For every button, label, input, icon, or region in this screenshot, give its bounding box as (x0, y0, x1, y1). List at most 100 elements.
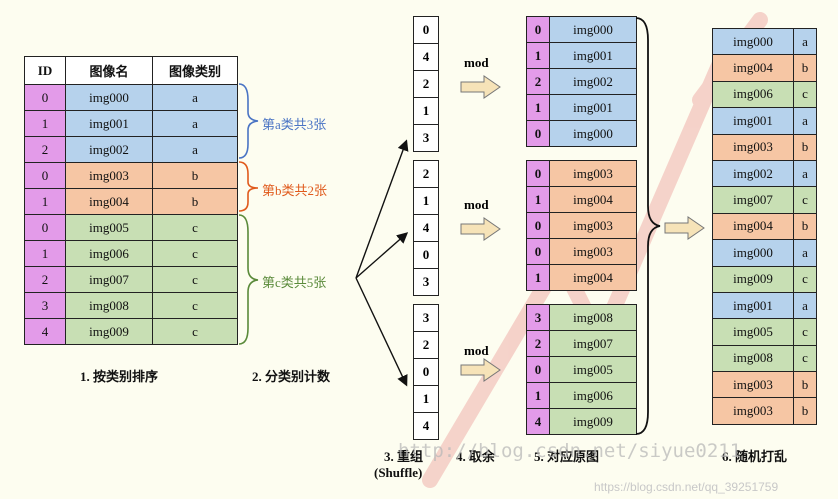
mod-index: 1 (526, 94, 550, 121)
mapped-image-name: img000 (549, 16, 637, 43)
mod-index: 2 (526, 68, 550, 95)
step-label-sort: 1. 按类别排序 (80, 369, 159, 384)
final-image-class: c (793, 80, 817, 109)
watermark-corner-text: https://blog.csdn.net/qq_39251759 (594, 480, 779, 494)
mod-index: 0 (526, 160, 550, 187)
step-label-random: 6. 随机打乱 (722, 449, 788, 464)
final-image-class: a (793, 239, 817, 267)
row-image-class: c (152, 240, 238, 267)
mapped-image-name: img007 (549, 330, 637, 357)
mod-index: 3 (526, 304, 550, 331)
final-image-name: img005 (712, 318, 794, 346)
final-image-name: img003 (712, 371, 794, 399)
hollow-arrow-icon (460, 75, 501, 99)
final-image-name: img008 (712, 344, 794, 373)
shuffle-cell: 3 (422, 274, 430, 289)
final-image-class: b (793, 133, 817, 161)
row-id: 1 (24, 110, 66, 137)
mapped-image-name: img003 (549, 160, 637, 187)
row-image-class: a (152, 110, 238, 137)
row-image-class: b (152, 162, 238, 189)
shuffle-cell: 0 (414, 17, 438, 44)
row-id: 3 (24, 292, 66, 319)
mod-index: 0 (526, 238, 550, 265)
final-image-class: a (793, 107, 817, 135)
row-image-name: img003 (65, 162, 153, 189)
mapped-image-name: img009 (549, 408, 637, 435)
row-id: 1 (24, 240, 66, 267)
final-image-name: img003 (712, 397, 794, 425)
mapped-image-name: img001 (549, 94, 637, 121)
final-image-name: img007 (712, 186, 794, 214)
row-id: 1 (24, 188, 66, 215)
mapped-image-name: img000 (549, 120, 637, 147)
shuffle-cell: 4 (414, 215, 438, 242)
final-image-name: img004 (712, 212, 794, 241)
final-image-class: c (793, 344, 817, 373)
mapped-image-name: img006 (549, 382, 637, 409)
mapped-image-name: img003 (549, 238, 637, 265)
final-image-name: img006 (712, 80, 794, 109)
final-image-class: c (793, 318, 817, 346)
mod-label-c: mod (464, 343, 489, 358)
row-image-class: c (152, 318, 238, 345)
hollow-arrow-icon (460, 358, 501, 382)
arrow-to-column-2 (355, 232, 409, 279)
mapped-image-name: img004 (549, 264, 637, 291)
final-image-class: a (793, 27, 817, 56)
sorted-table-header: ID 图像名 图像类别 (24, 56, 238, 85)
final-image-name: img001 (712, 107, 794, 135)
mapped-image-name: img001 (549, 42, 637, 69)
mapped-image-name: img008 (549, 304, 637, 331)
final-image-class: c (793, 186, 817, 214)
brace-b (238, 161, 259, 212)
arrow-to-column-1 (355, 139, 409, 279)
final-image-class: a (793, 291, 817, 320)
final-image-name: img003 (712, 133, 794, 161)
row-image-class: c (152, 214, 238, 241)
step-label-map: 5. 对应原图 (534, 449, 600, 464)
row-id: 0 (24, 162, 66, 189)
row-image-name: img004 (65, 188, 153, 215)
mod-label-b: mod (464, 197, 489, 212)
final-image-class: b (793, 54, 817, 82)
mod-index: 1 (526, 382, 550, 409)
shuffle-cell: 0 (414, 359, 438, 386)
final-image-name: img004 (712, 54, 794, 82)
row-image-class: b (152, 188, 238, 215)
arrow-to-column-3 (355, 277, 408, 387)
final-image-name: img002 (712, 159, 794, 188)
step-label-shuffle-en: (Shuffle) (374, 465, 423, 480)
shuffle-cell: 2 (414, 71, 438, 98)
header-image-name: 图像名 (65, 56, 153, 85)
shuffle-cell: 2 (414, 332, 438, 359)
row-image-class: c (152, 292, 238, 319)
hollow-arrow-icon (664, 216, 705, 240)
shuffle-cell: 4 (414, 44, 438, 71)
final-image-name: img000 (712, 239, 794, 267)
row-image-name: img005 (65, 214, 153, 241)
